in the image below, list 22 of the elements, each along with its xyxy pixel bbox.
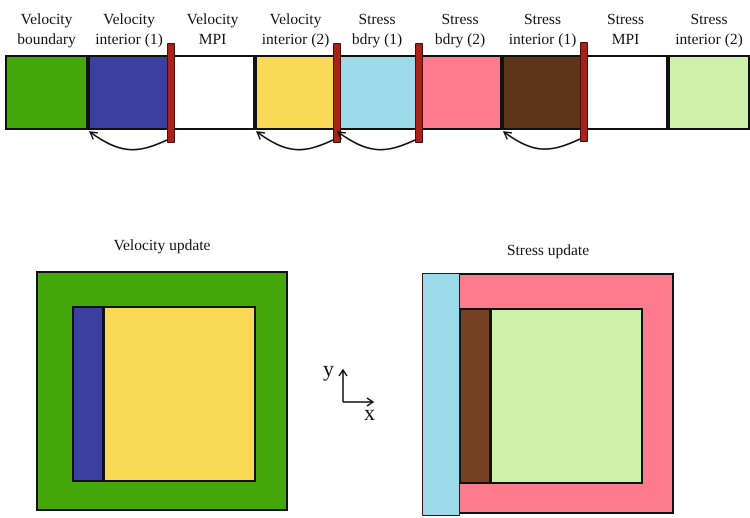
block-label: Velocity MPI	[186, 10, 240, 50]
block-label: Velocity update	[114, 236, 210, 256]
block-label: Velocity interior (2)	[260, 10, 330, 50]
block-label: Stress update	[506, 240, 590, 260]
region-block	[459, 308, 491, 484]
curved-arrow	[256, 131, 334, 150]
block-label: Stress interior (2)	[674, 10, 744, 50]
block-label: Stress bdry (1)	[350, 10, 404, 50]
region-block	[490, 308, 643, 484]
region-block	[103, 306, 256, 482]
block-label: Velocity boundary	[16, 10, 77, 50]
block-label: Stress MPI	[606, 10, 646, 50]
curved-arrow	[503, 131, 580, 150]
block-label: Velocity interior (1)	[94, 10, 164, 50]
separator-bar	[422, 273, 460, 516]
axis-label: y	[323, 358, 334, 380]
curved-arrow	[89, 131, 168, 150]
axis-label: x	[364, 402, 375, 424]
curved-arrow	[337, 131, 416, 150]
block-label: Stress bdry (2)	[434, 10, 486, 50]
region-block	[72, 306, 104, 482]
block-label: Stress interior (1)	[508, 10, 578, 50]
